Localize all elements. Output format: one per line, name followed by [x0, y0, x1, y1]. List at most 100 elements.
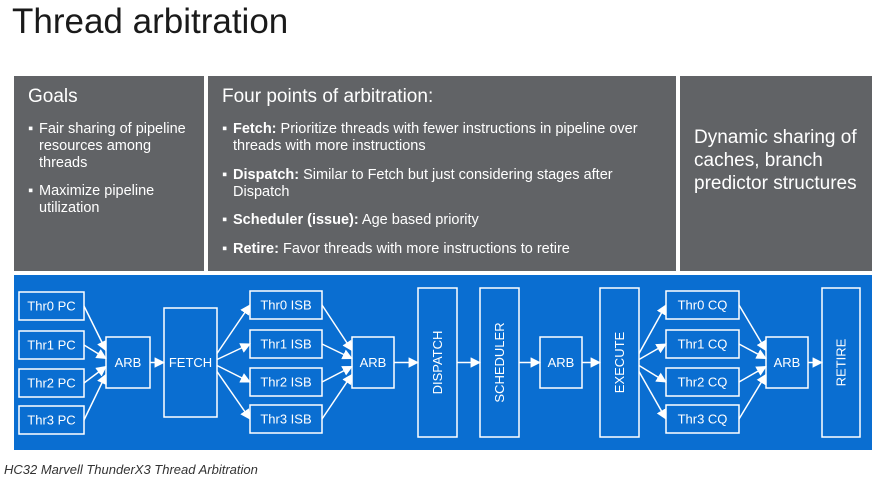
arb-box-1: ARB [105, 336, 151, 389]
arrow-isb-to-arb-3 [321, 373, 353, 420]
pc-box-thr0: Thr0 PC [18, 291, 85, 321]
pipeline-svg: Thr0 PC Thr1 PC Thr2 PC Thr3 PC ARB FETCH Thr0… [18, 287, 861, 438]
pc-box-thr1-frame [18, 330, 85, 360]
arrow-isb-to-arb-2 [321, 365, 353, 383]
pc-box-thr1-label: Thr1 PC [27, 338, 75, 353]
cq-box-thr1-frame [665, 329, 740, 359]
arbitration-text: Similar to Fetch but just considering st… [233, 167, 613, 200]
arb-box-4: ARB [765, 336, 809, 389]
arrow-pc-to-arb-2 [83, 365, 107, 384]
arbitration-term: Dispatch: [233, 167, 300, 183]
isb-box-thr3: Thr3 ISB [249, 404, 323, 434]
arb-box-1-label: ARB [115, 355, 142, 370]
pc-box-thr3: Thr3 PC [18, 405, 85, 435]
dispatch-box-frame [417, 287, 458, 438]
isb-box-thr1: Thr1 ISB [249, 329, 323, 359]
arbitration-item: Fetch: Prioritize threads with fewer ins… [222, 121, 663, 155]
pc-box-thr3-frame [18, 405, 85, 435]
dynamic-sharing-text: Dynamic sharing of caches, branch predic… [694, 127, 857, 194]
isb-box-thr0-frame [249, 290, 323, 320]
arb-box-2: ARB [351, 336, 395, 389]
dispatch-box: DISPATCH [417, 287, 458, 438]
arbitration-term: Fetch: [233, 121, 277, 137]
scheduler-box-frame [479, 287, 520, 438]
cq-box-thr3-label: Thr3 CQ [678, 412, 728, 427]
arrow-fetch-to-isb-0 [216, 304, 251, 354]
isb-box-thr3-frame [249, 404, 323, 434]
arrow-execute-to-cq-1 [638, 343, 667, 361]
scheduler-box: SCHEDULER [479, 287, 520, 438]
execute-box: EXECUTE [599, 287, 640, 438]
cq-box-thr0: Thr0 CQ [665, 290, 740, 320]
cq-box-thr0-label: Thr0 CQ [678, 298, 728, 313]
retire-box-label: RETIRE [834, 338, 849, 386]
goals-panel: Goals Fair sharing of pipeline resources… [14, 76, 204, 271]
arrow-cq-to-arb-0 [738, 304, 767, 352]
arbitration-text: Prioritize threads with fewer instructio… [233, 121, 638, 154]
arbitration-panel: Four points of arbitration: Fetch: Prior… [208, 76, 676, 271]
arb-box-2-frame [351, 336, 395, 389]
retire-box-frame [821, 287, 861, 438]
arbitration-term: Retire: [233, 241, 279, 257]
arbitration-heading: Four points of arbitration: [222, 86, 434, 107]
isb-box-thr2: Thr2 ISB [249, 367, 323, 397]
arb-box-3-label: ARB [548, 355, 575, 370]
arb-box-3: ARB [539, 336, 583, 389]
arbitration-item: Retire: Favor threads with more instruct… [222, 241, 663, 258]
retire-box: RETIRE [821, 287, 861, 438]
arrow-execute-to-cq-3 [638, 371, 667, 420]
pc-box-thr1: Thr1 PC [18, 330, 85, 360]
cq-box-thr3: Thr3 CQ [665, 404, 740, 434]
arrow-fetch-to-isb-1 [216, 343, 251, 361]
arb-box-4-frame [765, 336, 809, 389]
execute-box-frame [599, 287, 640, 438]
pc-box-thr2-frame [18, 368, 85, 398]
fetch-box-frame [163, 307, 218, 418]
arb-box-2-label: ARB [360, 355, 387, 370]
pc-box-thr3-label: Thr3 PC [27, 413, 75, 428]
arrow-cq-to-arb-3 [738, 373, 767, 420]
isb-box-thr2-frame [249, 367, 323, 397]
cq-box-thr1: Thr1 CQ [665, 329, 740, 359]
pipeline-diagram: Thr0 PC Thr1 PC Thr2 PC Thr3 PC ARB FETCH Thr0… [14, 275, 872, 450]
isb-box-thr1-label: Thr1 ISB [260, 337, 311, 352]
arb-box-3-frame [539, 336, 583, 389]
arbitration-item: Dispatch: Similar to Fetch but just cons… [222, 167, 663, 201]
dispatch-box-label: DISPATCH [430, 331, 445, 395]
dynamic-sharing-panel: Dynamic sharing of caches, branch predic… [680, 76, 872, 271]
pc-box-thr0-frame [18, 291, 85, 321]
arb-box-4-label: ARB [774, 355, 801, 370]
arbitration-term: Scheduler (issue): [233, 212, 359, 228]
goals-heading: Goals [28, 86, 78, 107]
scheduler-box-label: SCHEDULER [492, 322, 507, 402]
cq-box-thr2-label: Thr2 CQ [678, 375, 728, 390]
isb-box-thr0-label: Thr0 ISB [260, 298, 311, 313]
arrow-isb-to-arb-1 [321, 343, 353, 360]
fetch-box: FETCH [163, 307, 218, 418]
cq-box-thr3-frame [665, 404, 740, 434]
arrow-execute-to-cq-2 [638, 364, 667, 383]
arrow-isb-to-arb-0 [321, 304, 353, 352]
arrow-fetch-to-isb-2 [216, 364, 251, 383]
goals-item: Fair sharing of pipeline resources among… [28, 121, 199, 172]
arrow-pc-to-arb-0 [83, 305, 107, 352]
cq-box-thr2-frame [665, 367, 740, 397]
cq-box-thr2: Thr2 CQ [665, 367, 740, 397]
pc-box-thr2: Thr2 PC [18, 368, 85, 398]
page-title: Thread arbitration [12, 2, 289, 41]
arrow-pc-to-arb-1 [83, 344, 107, 360]
cq-box-thr1-label: Thr1 CQ [678, 337, 728, 352]
arbitration-item: Scheduler (issue): Age based priority [222, 212, 663, 229]
cq-box-thr0-frame [665, 290, 740, 320]
fetch-box-label: FETCH [169, 355, 212, 370]
isb-box-thr1-frame [249, 329, 323, 359]
arrow-fetch-to-isb-3 [216, 371, 251, 420]
arrow-cq-to-arb-2 [738, 365, 767, 383]
pc-box-thr0-label: Thr0 PC [27, 299, 75, 314]
goals-item: Maximize pipeline utilization [28, 183, 199, 217]
arrow-pc-to-arb-3 [83, 373, 107, 421]
arb-box-1-frame [105, 336, 151, 389]
arrow-execute-to-cq-0 [638, 304, 667, 354]
execute-box-label: EXECUTE [612, 331, 627, 393]
figure-caption: HC32 Marvell ThunderX3 Thread Arbitratio… [4, 462, 258, 477]
